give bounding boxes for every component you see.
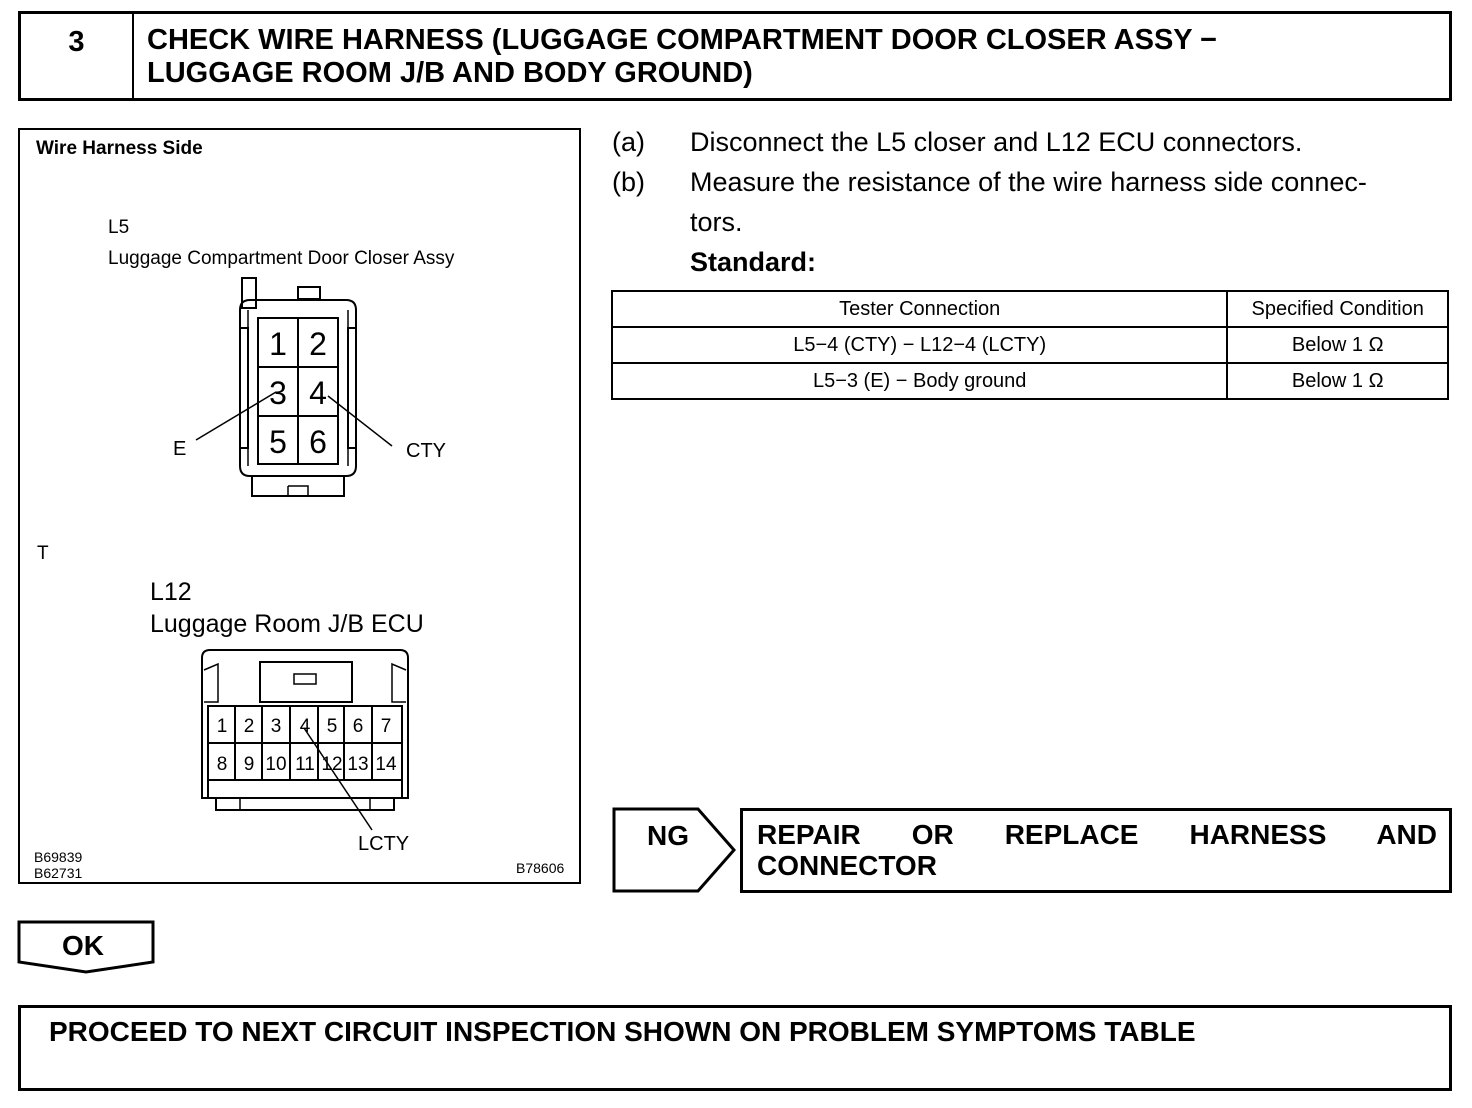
ng-arrow-shape xyxy=(612,807,736,893)
next-step-text: PROCEED TO NEXT CIRCUIT INSPECTION SHOWN… xyxy=(49,1016,1196,1047)
l12-pin-dividers xyxy=(234,706,373,780)
figure-ref-1: B69839 xyxy=(34,849,82,865)
procedure-step-b: (b) Measure the resistance of the wire h… xyxy=(612,162,1462,282)
l5-code: L5 xyxy=(108,217,129,238)
ng-arrow: NG xyxy=(612,807,736,893)
l5-pin: 5 xyxy=(269,424,287,460)
l5-pin: 3 xyxy=(269,375,287,411)
step-header: 3 CHECK WIRE HARNESS (LUGGAGE COMPARTMEN… xyxy=(18,11,1452,101)
ok-arrow: OK xyxy=(17,920,155,974)
l12-connector xyxy=(201,649,409,811)
leader-line-cty xyxy=(327,395,393,447)
figure-ref-2: B62731 xyxy=(34,865,82,881)
connector-figure: Wire Harness Side L5 Luggage Compartment… xyxy=(18,128,581,884)
l12-pin: 9 xyxy=(244,754,255,775)
l5-pin-labels: 1 2 3 4 5 6 xyxy=(269,326,327,460)
table-cell: L5−3 (E) − Body ground xyxy=(610,362,1229,400)
table-cell: Below 1 Ω xyxy=(1226,362,1449,400)
ok-arrow-shape xyxy=(17,920,155,974)
procedure-step-a: (a) Disconnect the L5 closer and L12 ECU… xyxy=(612,122,1462,162)
next-step-box: PROCEED TO NEXT CIRCUIT INSPECTION SHOWN… xyxy=(18,1005,1452,1091)
step-title-line1: CHECK WIRE HARNESS (LUGGAGE COMPARTMENT … xyxy=(147,24,1218,56)
l5-top-tab xyxy=(297,286,321,300)
l5-housing xyxy=(239,299,357,477)
table-row: L5−3 (E) − Body ground Below 1 Ω xyxy=(610,362,1449,400)
l12-pin: 6 xyxy=(353,716,364,737)
ng-action-line2: CONNECTOR xyxy=(757,850,937,881)
step-a-label: (a) xyxy=(612,127,645,157)
label-cty: CTY xyxy=(406,440,446,462)
step-b-text-line1: Measure the resistance of the wire harne… xyxy=(690,167,1367,197)
figure-heading: Wire Harness Side xyxy=(36,138,203,159)
spec-table: Tester Connection Specified Condition L5… xyxy=(610,290,1449,400)
ng-label: NG xyxy=(647,820,689,851)
ng-action-box: REPAIR OR REPLACE HARNESS AND CONNECTOR xyxy=(740,808,1452,893)
figure-ref-3: B78606 xyxy=(516,860,564,876)
l12-pin: 11 xyxy=(295,754,315,775)
l5-connector xyxy=(239,277,357,497)
step-a-text: Disconnect the L5 closer and L12 ECU con… xyxy=(690,127,1303,157)
label-e: E xyxy=(173,438,186,460)
l12-pin: 10 xyxy=(265,754,286,775)
l12-pin: 7 xyxy=(381,716,392,737)
l5-pin: 4 xyxy=(309,375,327,411)
l12-code: L12 xyxy=(150,578,192,606)
step-title-line2: LUGGAGE ROOM J/B AND BODY GROUND) xyxy=(147,57,753,89)
leader-line-lcty xyxy=(303,727,373,831)
l12-pin: 13 xyxy=(347,754,368,775)
l5-latch xyxy=(241,277,257,309)
l12-pin: 14 xyxy=(375,754,397,775)
table-cell: Below 1 Ω xyxy=(1226,326,1449,364)
l12-pin: 8 xyxy=(217,754,228,775)
l5-pin: 1 xyxy=(269,326,287,362)
l12-housing xyxy=(201,649,409,799)
table-row: L5−4 (CTY) − L12−4 (LCTY) Below 1 Ω xyxy=(610,326,1449,364)
ok-label: OK xyxy=(62,930,104,961)
connector-diagram: Wire Harness Side L5 Luggage Compartment… xyxy=(34,138,564,881)
table-header: Tester Connection xyxy=(610,290,1229,328)
l12-lock xyxy=(259,661,353,703)
table-header-row: Tester Connection Specified Condition xyxy=(610,290,1449,328)
table-header: Specified Condition xyxy=(1226,290,1449,328)
ng-action-line1: REPAIR OR REPLACE HARNESS AND xyxy=(757,819,1437,850)
l5-name: Luggage Compartment Door Closer Assy xyxy=(108,248,455,269)
leader-line-e xyxy=(195,391,277,441)
step-b-label: (b) xyxy=(612,167,645,197)
l12-pin: 4 xyxy=(300,716,311,737)
l12-pin: 5 xyxy=(327,716,338,737)
step-title: CHECK WIRE HARNESS (LUGGAGE COMPARTMENT … xyxy=(147,24,1437,90)
l5-pin: 6 xyxy=(309,424,327,460)
step-b-text-line2: tors. xyxy=(690,207,743,237)
table-cell: L5−4 (CTY) − L12−4 (LCTY) xyxy=(610,326,1229,364)
l12-pin: 3 xyxy=(271,716,282,737)
l12-pin: 1 xyxy=(217,716,228,737)
l12-pin: 12 xyxy=(321,754,342,775)
label-t: T xyxy=(37,543,49,564)
l12-pin: 2 xyxy=(244,716,255,737)
l12-name: Luggage Room J/B ECU xyxy=(150,610,424,638)
step-number: 3 xyxy=(21,14,134,98)
standard-label: Standard: xyxy=(690,247,817,277)
l5-pin: 2 xyxy=(309,326,327,362)
l12-pin-labels: 1 2 3 4 5 6 7 8 9 10 11 12 13 14 xyxy=(217,716,397,775)
label-lcty: LCTY xyxy=(358,833,409,855)
